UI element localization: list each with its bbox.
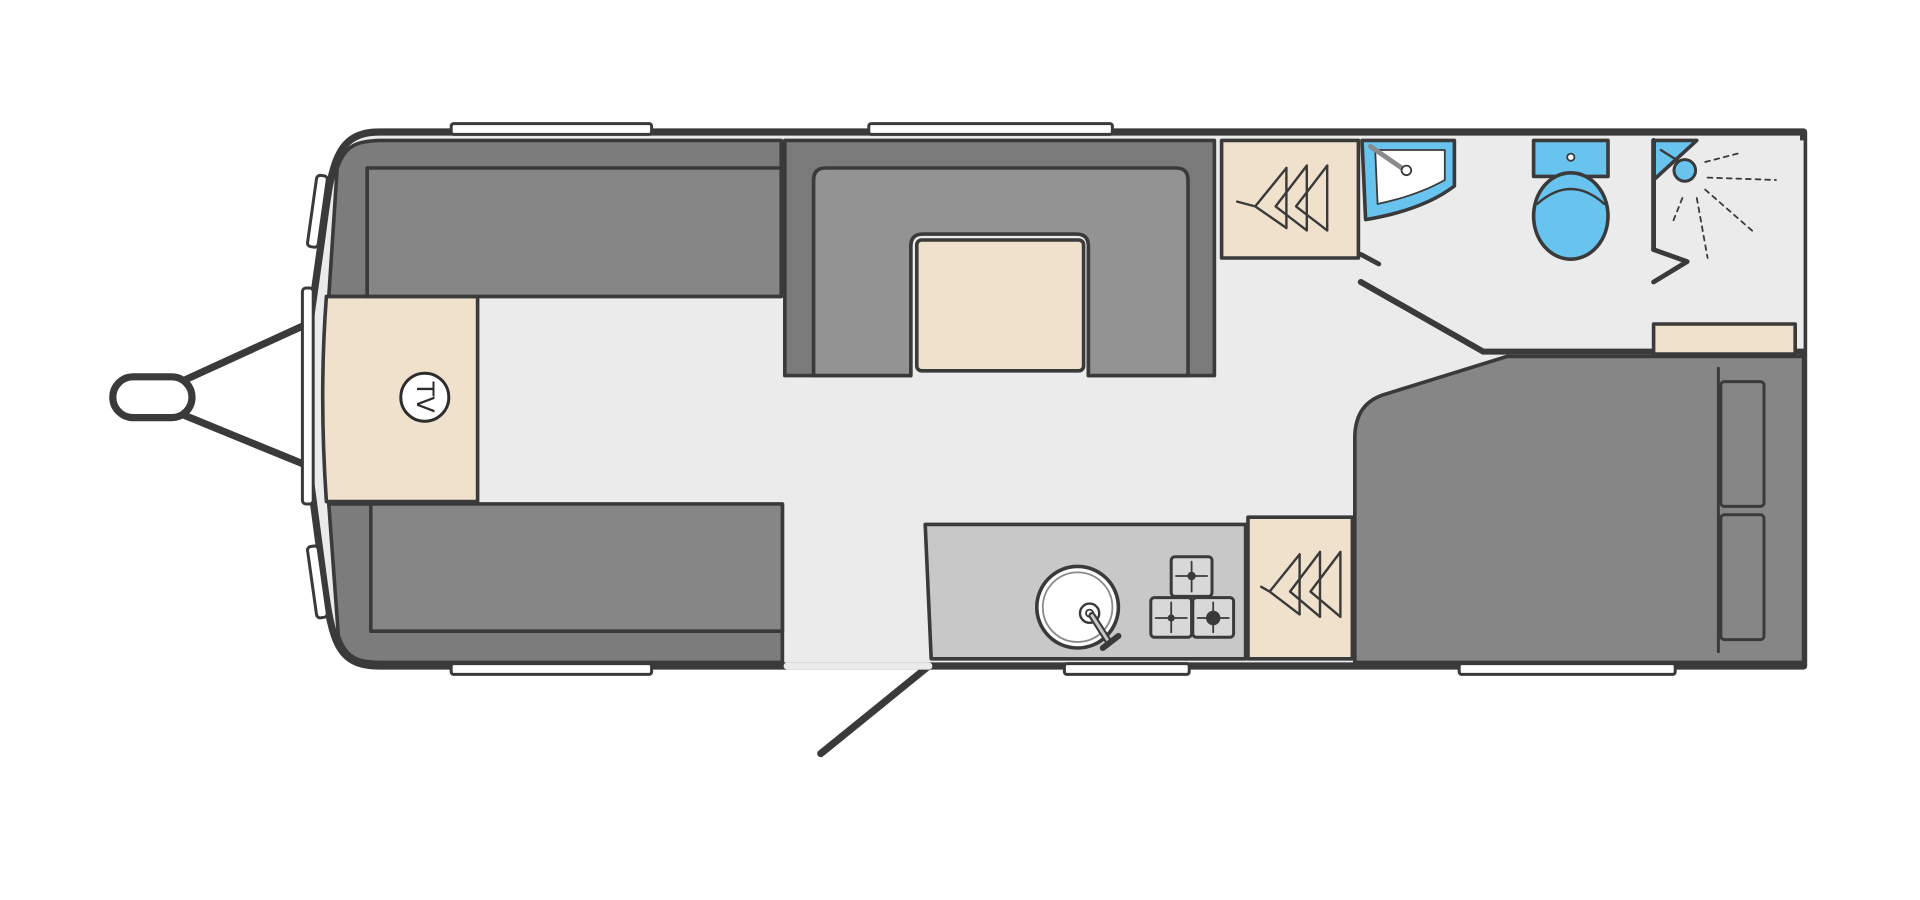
basin-icon: [1360, 138, 1457, 222]
hanger-icon: [1260, 550, 1342, 618]
tv-icon: TV: [399, 371, 451, 423]
dinette-table: [915, 238, 1086, 373]
tv-label: TV: [411, 381, 439, 414]
entrance-door: [783, 662, 933, 758]
pillow: [1719, 513, 1766, 642]
window: [1062, 662, 1191, 676]
shower-icon: [1651, 138, 1777, 285]
window: [306, 544, 329, 620]
window: [867, 122, 1114, 136]
window: [306, 173, 329, 249]
window: [449, 662, 654, 676]
window: [300, 286, 315, 506]
front-seat-bottom: [326, 502, 785, 665]
front-seat-top: [326, 138, 783, 299]
wardrobe-bottom: [1246, 515, 1355, 661]
sink-icon: [1035, 564, 1122, 651]
pillow: [1719, 380, 1766, 508]
window: [1457, 662, 1677, 676]
hob-icon: [1149, 555, 1236, 639]
dinette-seating: [783, 138, 1217, 378]
hitch-icon: [109, 320, 311, 470]
hanger-icon: [1236, 164, 1329, 232]
toilet-icon: [1531, 138, 1610, 261]
wardrobe-top: [1219, 138, 1361, 260]
rear-bed: [1353, 354, 1806, 665]
washroom-shelf: [1651, 322, 1797, 356]
window: [449, 122, 654, 136]
